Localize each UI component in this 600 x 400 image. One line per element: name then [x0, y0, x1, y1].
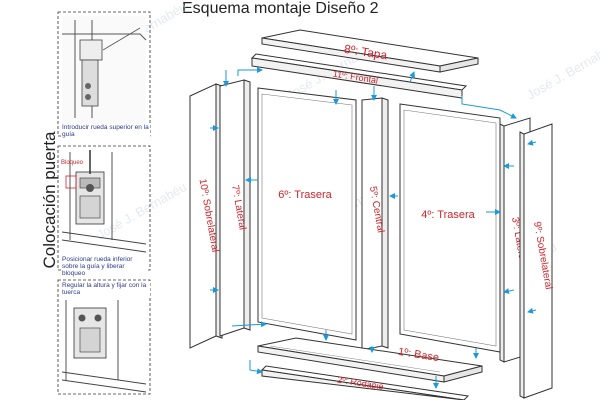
part-tapa: 8º: Tapa: [261, 29, 479, 73]
trasera-right-label: 4º: Trasera: [421, 209, 475, 221]
part-base: 1º: Base: [257, 337, 483, 383]
step-panel-1: [57, 11, 151, 137]
part-lateral-left: 7º: Lateral: [219, 79, 251, 337]
diagram-title: Esquema montaje Diseño 2: [182, 0, 379, 17]
assembly-arrows: [210, 67, 537, 389]
part-central: 5º: Central: [361, 97, 389, 351]
part-trasera-left: 6º: Trasera: [257, 87, 357, 341]
part-sobrelateral-left: 10º: Sobrelateral: [189, 83, 223, 349]
step-panel-3: [57, 279, 151, 395]
bloqueo-label: Bloqueo: [61, 160, 84, 166]
rodapie-label: 2º: Rodapié: [337, 374, 385, 391]
trasera-left-label: 6º: Trasera: [278, 189, 332, 201]
watermark-text-6: José J. Bernabéu: [524, 39, 600, 103]
tapa-label: 8º: Tapa: [343, 42, 389, 63]
part-trasera-right: 4º: Trasera: [399, 103, 501, 353]
step-1-caption: Introducir rueda superior en la guía: [62, 124, 150, 138]
step-2-caption: Posicionar rueda inferior sobre la guía …: [62, 256, 148, 277]
watermark-text-3: José J. Bernabéu: [94, 179, 189, 243]
frontal-label: 11º: Frontal: [332, 69, 379, 86]
part-sobrelateral-right: 9º: Sobrelateral: [519, 123, 554, 399]
step-3-caption: Regular la altura y fijar con la tuerca: [62, 282, 150, 296]
